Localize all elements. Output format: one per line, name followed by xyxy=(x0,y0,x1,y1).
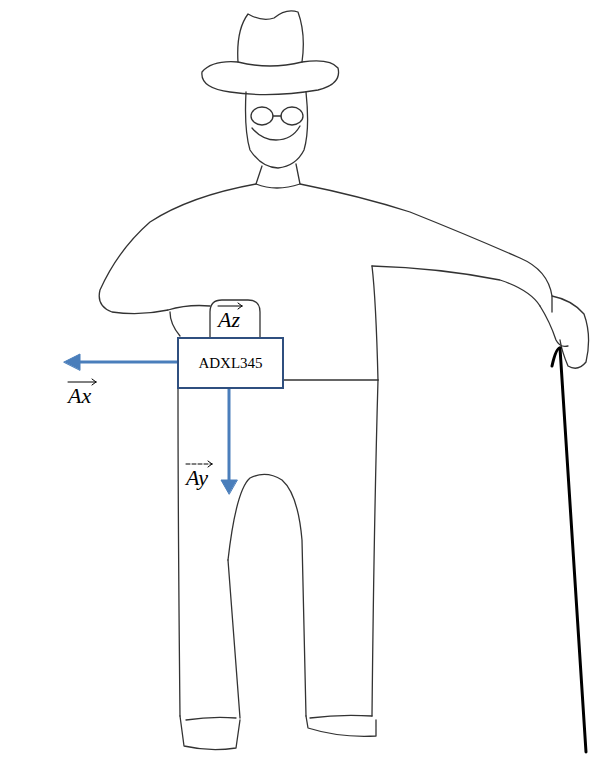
sensor-box: ADXL345 xyxy=(177,337,284,389)
axis-label: Ay xyxy=(186,465,208,490)
axis-label: Az xyxy=(218,307,240,332)
axis-label: Ax xyxy=(68,383,91,408)
sensor-name: ADXL345 xyxy=(198,355,262,372)
